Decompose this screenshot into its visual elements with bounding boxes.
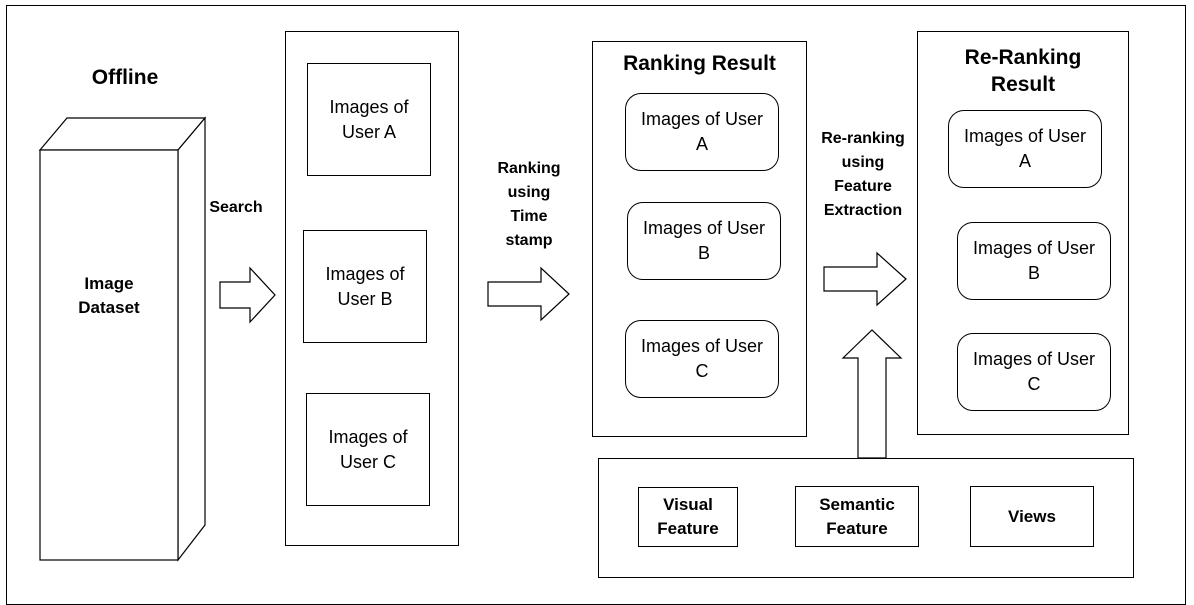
reranking-arrow <box>823 251 907 307</box>
reranking-method-label: Re-ranking using Feature Extraction <box>821 130 905 219</box>
reranking-result-user-c: Images of User C <box>957 333 1111 411</box>
search-result-user-a: Images of User A <box>307 63 431 176</box>
search-result-user-c: Images of User C <box>306 393 430 506</box>
ranking-result-user-c: Images of User C <box>625 320 779 398</box>
reranking-result-label: Images of User A <box>963 126 1087 171</box>
feature-label: Visual Feature <box>657 495 719 538</box>
ranking-result-user-b: Images of User B <box>627 202 781 280</box>
search-label: Search <box>209 199 263 216</box>
dataset-cuboid <box>38 116 207 562</box>
ranking-result-title: Ranking Result <box>623 52 776 75</box>
search-result-label: Images of User A <box>329 96 409 142</box>
search-result-label: Images of User B <box>325 263 405 309</box>
ranking-method-label: Ranking using Time stamp <box>497 160 561 249</box>
reranking-result-user-b: Images of User B <box>957 222 1111 300</box>
ranking-result-label: Images of User A <box>640 109 764 154</box>
reranking-result-user-a: Images of User A <box>948 110 1102 188</box>
search-result-label: Images of User C <box>328 426 408 472</box>
semantic-feature-box: Semantic Feature <box>795 486 919 547</box>
reranking-result-label: Images of User C <box>972 349 1096 394</box>
ranking-result-user-a: Images of User A <box>625 93 779 171</box>
dataset-label: Image Dataset <box>78 274 140 317</box>
ranking-result-label: Images of User C <box>640 336 764 381</box>
visual-feature-box: Visual Feature <box>638 487 738 547</box>
search-arrow <box>219 266 276 324</box>
feature-up-arrow <box>841 329 903 459</box>
offline-heading: Offline <box>91 66 159 89</box>
reranking-result-label: Images of User B <box>972 238 1096 283</box>
search-result-user-b: Images of User B <box>303 230 427 343</box>
feature-label: Semantic Feature <box>819 494 895 538</box>
feature-label: Views <box>1008 506 1056 526</box>
reranking-result-title: Re-Ranking Result <box>964 46 1082 96</box>
ranking-arrow <box>487 266 570 322</box>
ranking-result-label: Images of User B <box>642 218 766 263</box>
views-box: Views <box>970 486 1094 547</box>
